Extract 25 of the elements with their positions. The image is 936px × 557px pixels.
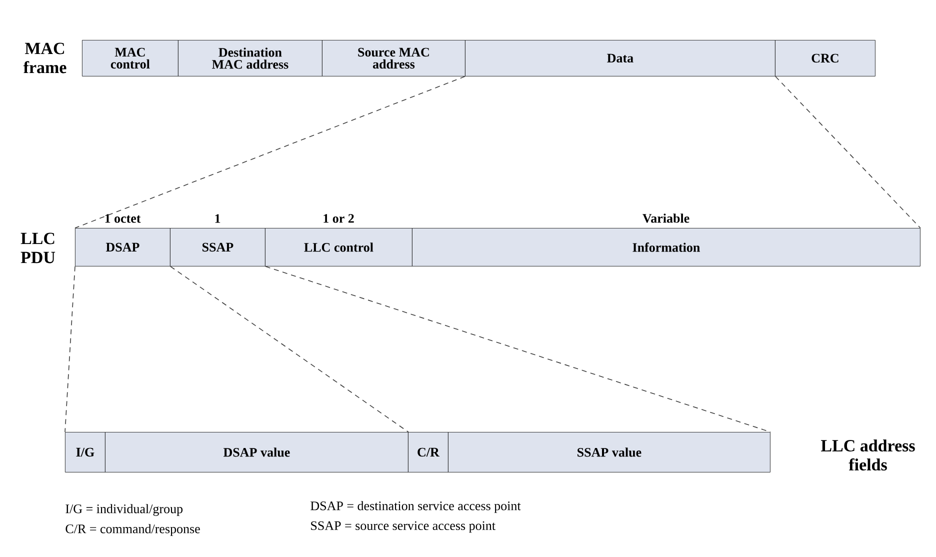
field-box: CRC [775, 40, 876, 76]
legend-text: I/G = individual/group [66, 504, 183, 516]
expansion-line [775, 76, 921, 228]
legend-text: DSAP = destination service access point [310, 501, 521, 513]
expansion-line [74, 76, 466, 228]
legend-text: C/R = command/response [66, 524, 200, 536]
size-label: 1 octet [105, 214, 141, 223]
field-box: Source MAC address [322, 40, 466, 76]
size-label: 1 [215, 214, 220, 223]
field-box: I/G [65, 432, 106, 472]
expansion-line [64, 266, 76, 432]
field-box: SSAP [170, 228, 266, 266]
row-label: LLC address fields [821, 440, 915, 470]
size-label: 1 or 2 [324, 214, 354, 223]
field-box: MAC control [82, 40, 178, 76]
size-label: Variable [642, 214, 690, 223]
legend-text: SSAP = source service access point [311, 521, 496, 533]
row-label: MAC frame [23, 42, 66, 74]
field-box: DSAP [75, 228, 170, 266]
expansion-line [170, 266, 409, 432]
field-box: C/R [408, 432, 448, 472]
expansion-line [265, 266, 771, 432]
field-box: LLC control [265, 228, 412, 266]
row-label: LLC PDU [20, 232, 56, 264]
field-box: Destination MAC address [178, 40, 322, 76]
